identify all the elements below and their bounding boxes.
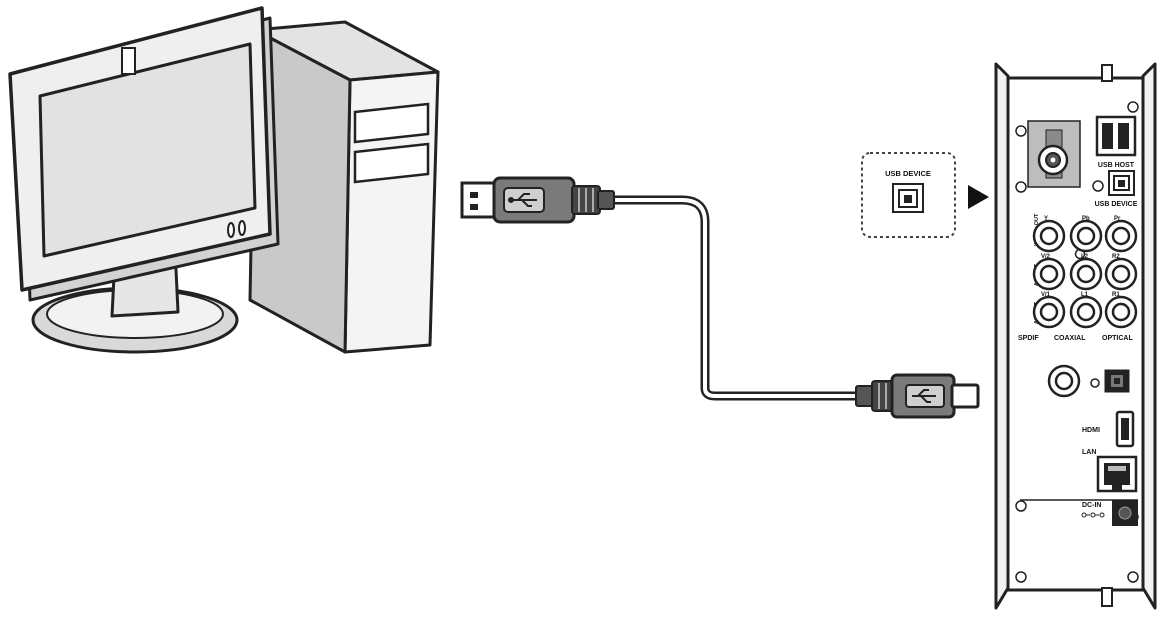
- monitor: [8, 6, 280, 302]
- usb-type-b-plug-icon: [855, 373, 980, 419]
- usb-cable: [607, 195, 867, 401]
- lan-label: LAN: [1082, 449, 1096, 456]
- optical-port: [1104, 369, 1130, 393]
- y-label: Y: [1044, 216, 1048, 222]
- coaxial-label: COAXIAL: [1054, 335, 1086, 342]
- usb-device-callout: USB DEVICE: [861, 152, 956, 238]
- pb-label: Pb: [1082, 216, 1090, 222]
- lan-port: [1096, 455, 1138, 493]
- spdif-label: SPDIF: [1018, 335, 1039, 342]
- antenna-port: [1027, 120, 1081, 188]
- desktop-computer-icon: [8, 6, 440, 354]
- usb-host-ports: [1095, 115, 1137, 157]
- l2-label: L2: [1081, 254, 1089, 260]
- media-player-back-panel: USB HOST USB DEVICE Y/Pb/Pr OUT Y Pb Pr …: [994, 62, 1157, 610]
- tower-case: [248, 20, 440, 354]
- callout-label: USB DEVICE: [885, 169, 931, 178]
- usb-device-label: USB DEVICE: [1095, 201, 1138, 208]
- usb-type-a-plug-icon: [460, 176, 615, 224]
- screws: [1015, 101, 1139, 583]
- r2-label: R2: [1112, 254, 1120, 260]
- right-triangle-arrow-icon: [968, 185, 989, 209]
- v2-label: V/2: [1041, 254, 1051, 260]
- usb-symbol-icon: [912, 389, 936, 403]
- v1-label: V/1: [1041, 292, 1051, 298]
- dc-in-label: DC-IN: [1082, 502, 1101, 509]
- av2-rca-jacks: [1032, 257, 1138, 291]
- usb-host-label: USB HOST: [1098, 162, 1135, 169]
- r1-label: R1: [1112, 292, 1120, 298]
- polarity-icon: [1081, 512, 1105, 518]
- av1-rca-jacks: [1032, 295, 1138, 329]
- usb-device-port: [1108, 170, 1135, 196]
- pr-label: Pr: [1114, 216, 1121, 222]
- hdmi-label: HDMI: [1082, 427, 1100, 434]
- component-rca-jacks: [1032, 219, 1138, 253]
- usb-symbol-icon: [508, 193, 537, 207]
- usb-b-port-icon: [892, 183, 924, 213]
- dc-in-port: [1112, 500, 1138, 526]
- hdmi-port: [1115, 410, 1135, 448]
- optical-label: OPTICAL: [1102, 335, 1133, 342]
- coaxial-jack: [1047, 364, 1081, 398]
- l1-label: L1: [1081, 292, 1089, 298]
